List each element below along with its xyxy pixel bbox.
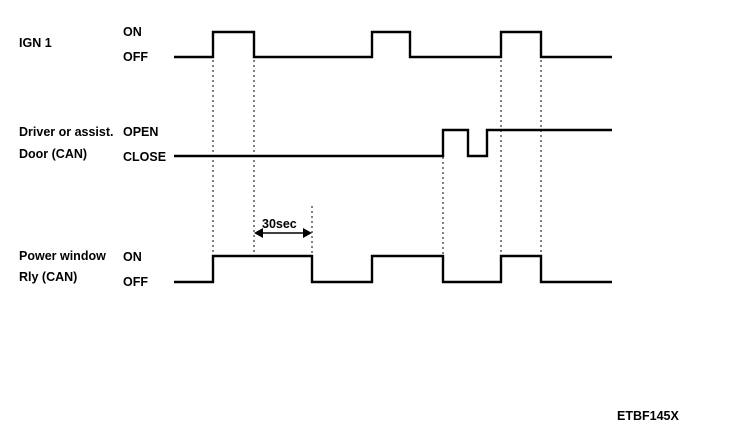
relay-waveform [174,254,612,284]
ign-signal: IGN 1 ON OFF [19,25,612,64]
ign-signal-name: IGN 1 [19,36,52,50]
door-close-label: CLOSE [123,150,166,164]
relay-off-label: OFF [123,275,148,289]
door-signal: Driver or assist. Door (CAN) OPEN CLOSE [19,125,612,164]
door-open-label: OPEN [123,125,158,139]
door-waveform [174,128,612,158]
ign-off-label: OFF [123,50,148,64]
delay-arrow-right-head [303,228,312,238]
figure-code: ETBF145X [617,409,679,423]
delay-arrow-left-head [254,228,263,238]
guide-lines [212,60,542,282]
delay-annotation-label: 30sec [262,217,297,231]
ign-waveform [174,30,612,59]
delay-annotation: 30sec [254,217,312,238]
relay-signal-name-line2: Rly (CAN) [19,270,77,284]
relay-signal: Power window Rly (CAN) ON OFF [19,249,612,289]
relay-signal-name: Power window [19,249,106,263]
door-signal-name: Driver or assist. [19,125,114,139]
door-signal-name-line2: Door (CAN) [19,147,87,161]
ign-on-label: ON [123,25,142,39]
relay-on-label: ON [123,250,142,264]
